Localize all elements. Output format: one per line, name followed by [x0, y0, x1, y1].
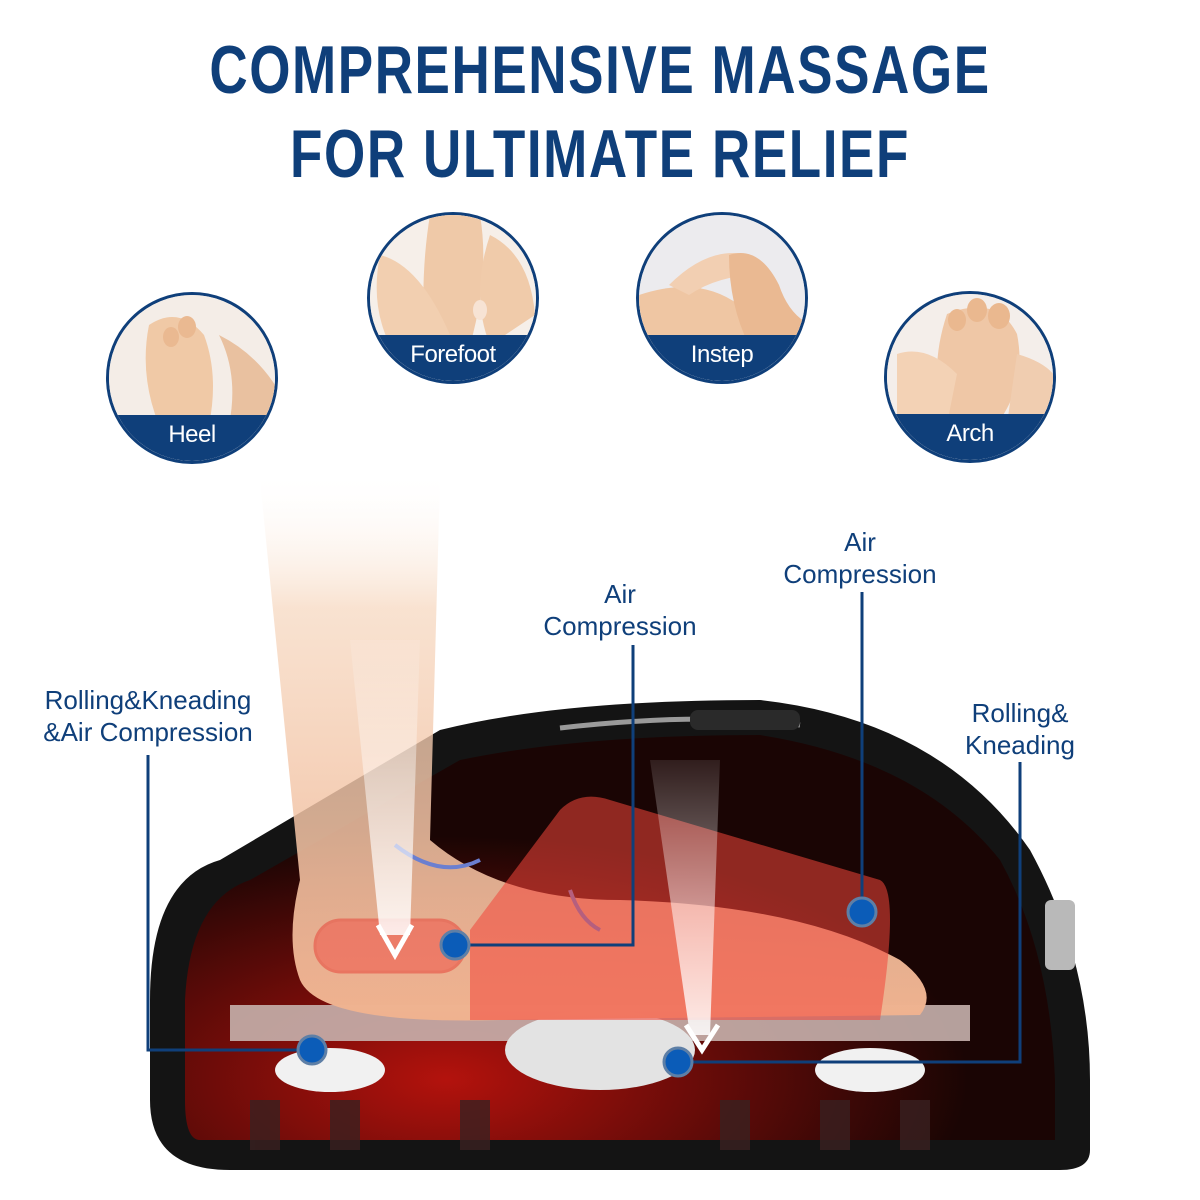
headline: COMPREHENSIVE MASSAGE FOR ULTIMATE RELIE… — [132, 28, 1068, 196]
zone-instep: Instep — [636, 212, 808, 384]
callout-line: Rolling&Kneading — [44, 685, 252, 715]
callout-line: Rolling& — [971, 698, 1069, 728]
callout-line: Air — [604, 579, 636, 609]
zone-label: Arch — [887, 414, 1053, 460]
zone-label: Heel — [109, 415, 275, 461]
zone-label: Forefoot — [370, 335, 536, 381]
callout-rolling-kneading-air: Rolling&Kneading &Air Compression — [20, 684, 276, 748]
headline-line-2: FOR ULTIMATE RELIEF — [290, 116, 910, 192]
callout-rolling-kneading: Rolling& Kneading — [930, 697, 1110, 761]
callout-air-compression-upper: Air Compression — [760, 526, 960, 590]
headline-line-1: COMPREHENSIVE MASSAGE — [209, 32, 991, 108]
callout-line: Kneading — [965, 730, 1075, 760]
callout-line: Air — [844, 527, 876, 557]
callout-dots — [296, 896, 878, 1078]
flow-arrows — [350, 640, 721, 1055]
callout-line: &Air Compression — [43, 717, 253, 747]
zone-arch: Arch — [884, 291, 1056, 463]
zone-heel: Heel — [106, 292, 278, 464]
zone-label: Instep — [639, 335, 805, 381]
callout-line: Compression — [543, 611, 697, 641]
zone-forefoot: Forefoot — [367, 212, 539, 384]
callout-line: Compression — [783, 559, 937, 589]
callout-air-compression-heel: Air Compression — [520, 578, 720, 642]
leader-lines — [146, 592, 1022, 1064]
